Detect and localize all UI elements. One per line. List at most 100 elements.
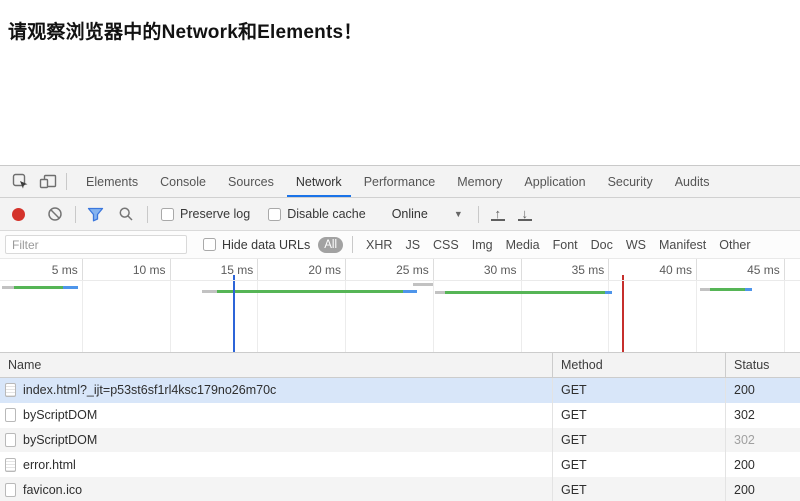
clear-log-button[interactable] [47,206,63,222]
request-name: byScriptDOM [23,432,98,447]
filter-type-font[interactable]: Font [552,237,578,252]
document-file-icon [5,383,16,398]
table-row[interactable]: index.html?_ijt=p53st6sf1rl4ksc179no26m7… [0,378,800,403]
tick-label: 20 ms [308,263,341,277]
device-toolbar-button[interactable] [34,169,62,195]
search-button[interactable] [118,206,134,222]
request-status: 200 [734,482,755,497]
waterfall-segment-download [63,286,79,289]
grid-line [520,281,522,352]
grid-line [432,259,434,280]
filter-type-img[interactable]: Img [471,237,493,252]
tab-performance[interactable]: Performance [363,174,436,189]
waterfall-bar [434,291,612,294]
request-method: GET [553,378,726,403]
throttling-select[interactable]: Online ▼ [392,207,463,221]
domcontentloaded-marker-line [232,281,235,352]
grid-line [345,281,346,352]
tab-application[interactable]: Application [524,174,586,189]
column-header-method[interactable]: Method [553,353,726,377]
waterfall-segment-waiting [445,291,605,294]
throttling-value: Online [391,207,428,221]
tab-security[interactable]: Security [607,174,653,189]
filter-type-css[interactable]: CSS [433,237,459,252]
filter-type-doc[interactable]: Doc [590,237,613,252]
grid-line [608,259,610,280]
tab-audits[interactable]: Audits [674,174,710,189]
waterfall-bar [699,288,753,291]
filter-type-ws[interactable]: WS [625,237,647,252]
table-row[interactable]: byScriptDOM GET 302 [0,402,800,428]
disable-cache-checkbox[interactable] [268,207,282,221]
waterfall-segment-waiting [216,290,403,293]
load-marker-line [622,281,625,352]
grid-line [169,281,171,352]
waterfall-bar [413,283,433,286]
network-toolbar: Preserve log Disable cache Online ▼ ↑ ↓ [0,198,800,231]
request-status: 302 [734,408,755,423]
document-file-icon [5,457,16,472]
download-icon: ↓ [517,207,532,221]
divider [477,205,479,223]
request-status: 200 [734,457,755,472]
chevron-down-icon: ▼ [453,209,463,219]
filter-type-list: XHR JS CSS Img Media Font Doc WS Manifest Other [353,238,751,252]
column-header-status[interactable]: Status [734,358,770,372]
grid-line [520,259,522,280]
hide-data-urls-checkbox[interactable] [203,238,216,251]
tick-label: 35 ms [571,263,605,277]
filter-type-js[interactable]: JS [405,237,421,252]
hide-data-urls-label: Hide data URLs [222,237,311,252]
tab-network[interactable]: Network [285,166,353,197]
waterfall-overview[interactable] [0,281,800,353]
import-har-button[interactable]: ↑ [490,207,505,221]
upload-icon: ↑ [490,207,505,221]
grid-line [257,281,259,352]
inspect-element-button[interactable] [6,169,34,195]
blank-file-icon [5,482,16,497]
preserve-log-checkbox[interactable] [161,207,174,221]
request-method: GET [553,477,726,501]
filter-all-badge[interactable]: All [318,236,344,253]
block-icon [47,206,63,222]
tick-label: 5 ms [51,263,78,277]
request-name: byScriptDOM [23,408,98,423]
grid-line [257,259,259,280]
filter-type-manifest[interactable]: Manifest [659,237,707,252]
load-marker-line [622,275,625,280]
filter-input[interactable] [5,235,187,254]
waterfall-segment-stalled [1,286,15,289]
tab-elements[interactable]: Elements [86,174,139,189]
request-name: error.html [23,457,76,472]
grid-line [81,259,83,280]
record-button[interactable] [12,207,25,221]
tab-console[interactable]: Console [160,174,206,189]
network-filter-bar: Hide data URLs All XHR JS CSS Img Media Font D… [0,231,800,259]
column-header-name[interactable]: Name [0,353,553,377]
blank-file-icon [5,408,16,423]
tick-label: 25 ms [396,263,429,277]
waterfall-bar [201,290,417,293]
tab-memory[interactable]: Memory [457,174,503,189]
filter-type-media[interactable]: Media [505,237,540,252]
filter-type-xhr[interactable]: XHR [366,237,393,252]
network-table-header: Name Method Status [0,353,800,378]
domcontentloaded-marker-line [232,275,235,280]
divider [66,173,67,190]
request-method: GET [553,402,726,428]
divider [352,236,354,253]
filter-type-other[interactable]: Other [719,237,751,252]
tick-label: 15 ms [220,263,254,277]
grid-line [608,281,610,352]
export-har-button[interactable]: ↓ [517,207,532,221]
waterfall-segment-waiting [710,288,746,291]
blank-file-icon [5,432,16,447]
network-table-body: index.html?_ijt=p53st6sf1rl4ksc179no26m7… [0,378,800,501]
filter-toggle-button[interactable] [87,207,104,222]
tab-sources[interactable]: Sources [227,174,274,189]
tabbar-left-icons [0,166,75,197]
